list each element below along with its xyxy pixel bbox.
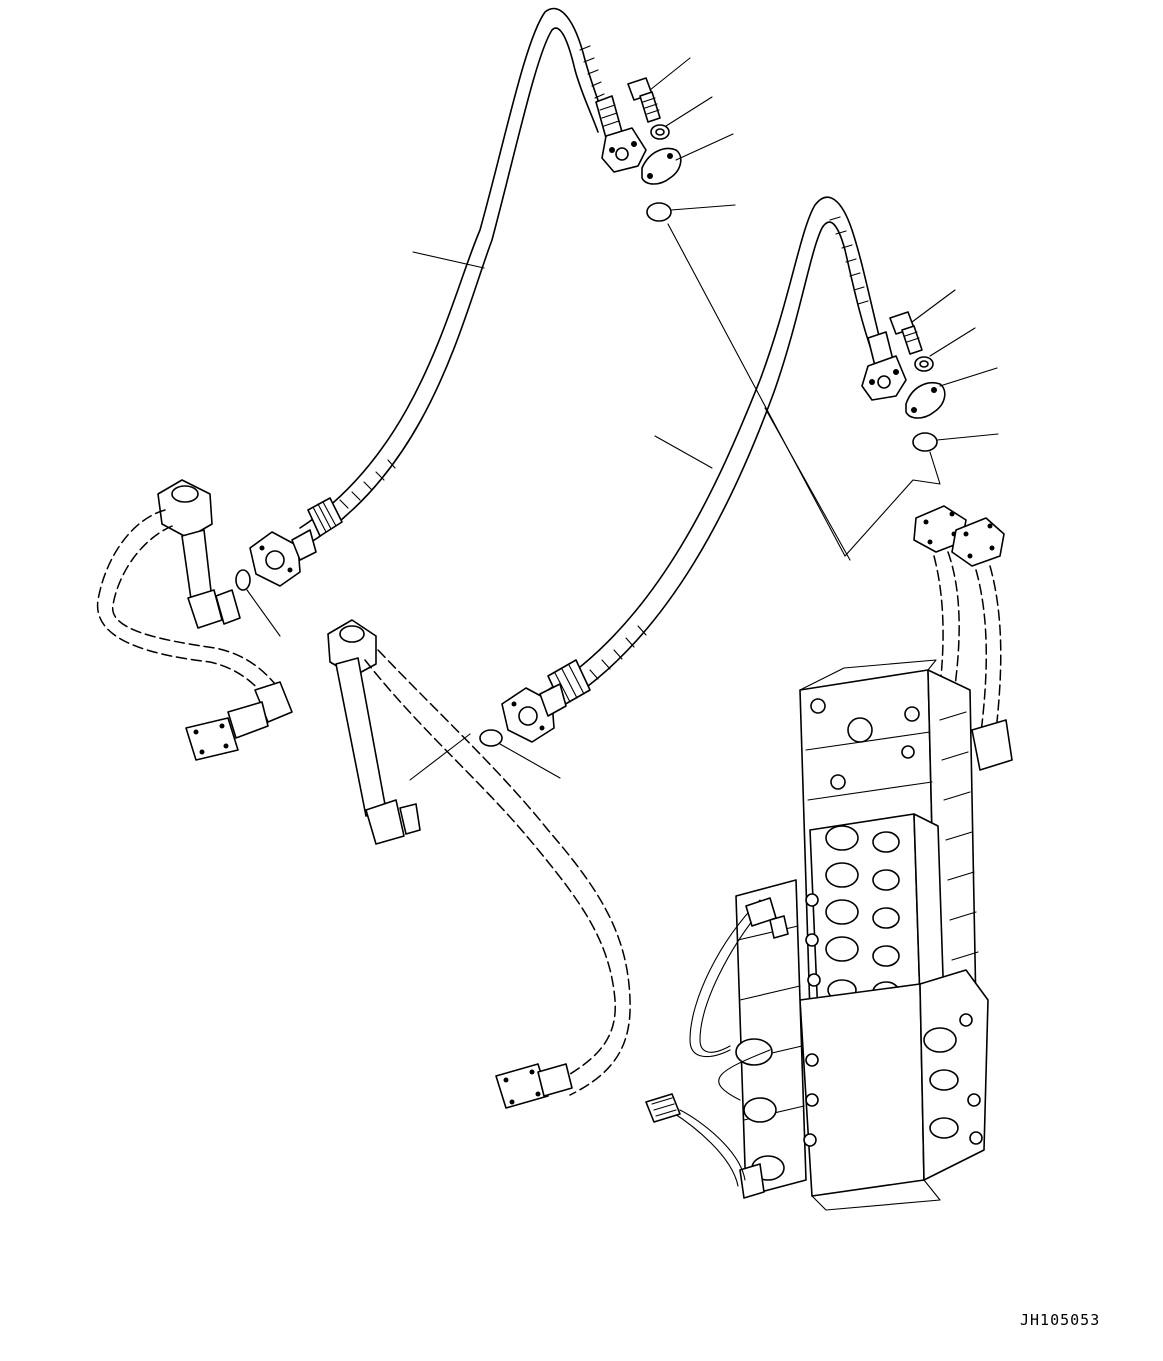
control-valve-block xyxy=(799,659,989,1211)
split-clamp-1 xyxy=(641,147,682,185)
hose-1 xyxy=(299,7,623,547)
o-ring-1 xyxy=(646,202,672,222)
bolt-2 xyxy=(889,311,923,355)
flange-fitting-2-top xyxy=(861,355,907,401)
leader-o-ring-3 xyxy=(246,589,281,637)
o-ring-2 xyxy=(912,432,938,452)
solenoid-valve-block xyxy=(735,879,821,1199)
flange-fitting-2-bottom xyxy=(501,683,567,743)
bolt-1 xyxy=(627,77,661,123)
drawing-reference-code: JH105053 xyxy=(1020,1311,1101,1329)
leader-lines-group-2 xyxy=(654,289,999,561)
leader-tube-middle xyxy=(409,733,471,781)
hose-2 xyxy=(547,196,895,709)
o-ring-4 xyxy=(479,729,503,747)
split-clamp-2 xyxy=(905,382,946,419)
flange-fitting-1-bottom xyxy=(249,529,317,587)
washer-2 xyxy=(914,356,934,372)
tube-left-assembly xyxy=(96,479,293,761)
wire-harness xyxy=(645,897,789,1187)
washer-1 xyxy=(650,124,670,140)
o-ring-3 xyxy=(235,569,251,591)
flange-fitting-1-top xyxy=(601,127,647,173)
leader-o-ring-4 xyxy=(499,743,561,779)
tube-middle-assembly xyxy=(327,619,631,1109)
